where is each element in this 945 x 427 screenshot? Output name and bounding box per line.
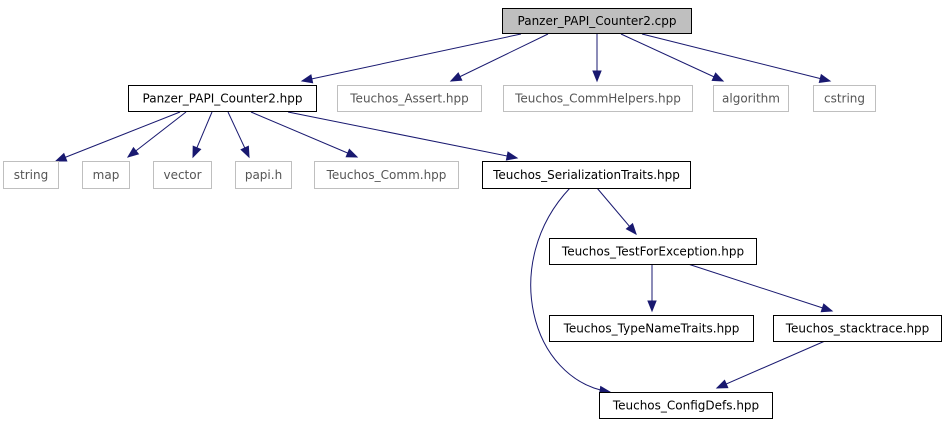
- edge-serial-to-testforexc: [596, 187, 637, 236]
- edge-line: [716, 340, 826, 389]
- edge-line: [641, 33, 831, 82]
- edge-line: [301, 33, 522, 82]
- edge-testforexc-to-stacktrace: [687, 263, 834, 313]
- node-box: [314, 161, 459, 189]
- node-label: Panzer_PAPI_Counter2.cpp: [518, 14, 677, 28]
- edge-counter_hpp-to-string: [54, 111, 181, 162]
- edge-line: [55, 111, 181, 162]
- node-box: [549, 238, 757, 265]
- node-label: Teuchos_TypeNameTraits.hpp: [563, 322, 740, 336]
- edge-arrowhead: [345, 148, 359, 158]
- edge-arrowhead: [54, 152, 68, 162]
- node-label: cstring: [824, 92, 865, 106]
- node-box: [235, 161, 292, 189]
- node-box: [82, 161, 130, 189]
- edge-line: [250, 111, 358, 158]
- edge-arrowhead: [192, 145, 202, 159]
- edge-arrowhead: [820, 303, 834, 313]
- node-papi: papi.h: [235, 161, 292, 189]
- edge-root-to-algorithm: [620, 33, 725, 82]
- edge-testforexc-to-typename: [647, 264, 657, 313]
- edge-arrowhead: [505, 151, 519, 161]
- edge-root-to-cstring: [641, 33, 832, 84]
- node-cstring: cstring: [813, 85, 876, 112]
- edge-line: [620, 33, 724, 82]
- node-map: map: [82, 161, 130, 189]
- node-label: map: [93, 168, 120, 182]
- edge-arrowhead: [449, 72, 463, 82]
- edge-counter_hpp-to-papi: [227, 111, 250, 159]
- edge-counter_hpp-to-serial: [287, 111, 519, 161]
- node-box: [773, 315, 942, 342]
- node-typename[interactable]: Teuchos_TypeNameTraits.hpp: [549, 315, 754, 342]
- node-box: [502, 8, 692, 34]
- edge-line: [450, 33, 549, 82]
- node-box: [128, 85, 317, 112]
- node-label: string: [14, 168, 48, 182]
- node-label: Teuchos_CommHelpers.hpp: [514, 92, 681, 106]
- node-algorithm: algorithm: [713, 85, 789, 112]
- node-label: Teuchos_stacktrace.hpp: [785, 322, 930, 336]
- node-label: vector: [163, 168, 201, 182]
- node-label: Teuchos_Assert.hpp: [349, 92, 468, 106]
- node-label: Panzer_PAPI_Counter2.hpp: [143, 92, 303, 106]
- edge-arrowhead: [647, 300, 657, 313]
- node-box: [337, 85, 482, 112]
- node-testforexc[interactable]: Teuchos_TestForException.hpp: [549, 238, 757, 265]
- edge-root-to-counter_hpp: [300, 33, 522, 84]
- node-box: [599, 392, 773, 419]
- nodes-layer: Panzer_PAPI_Counter2.cppPanzer_PAPI_Coun…: [3, 8, 942, 419]
- edge-counter_hpp-to-vector: [192, 111, 213, 159]
- node-box: [713, 85, 789, 112]
- node-vector: vector: [153, 161, 212, 189]
- node-label: papi.h: [245, 168, 282, 182]
- node-stacktrace[interactable]: Teuchos_stacktrace.hpp: [773, 315, 942, 342]
- node-label: Teuchos_TestForException.hpp: [561, 245, 744, 259]
- edge-serial-to-configdefs: [530, 187, 612, 396]
- edge-stacktrace-to-configdefs: [715, 340, 826, 389]
- edge-arrowhead: [625, 222, 637, 236]
- node-assert: Teuchos_Assert.hpp: [337, 85, 482, 112]
- edge-line: [287, 111, 518, 159]
- edges-layer: [54, 33, 834, 396]
- node-configdefs[interactable]: Teuchos_ConfigDefs.hpp: [599, 392, 773, 419]
- edge-counter_hpp-to-comm: [250, 111, 359, 158]
- node-label: Teuchos_SerializationTraits.hpp: [492, 168, 680, 182]
- node-label: Teuchos_Comm.hpp: [326, 168, 447, 182]
- edge-line: [127, 111, 187, 158]
- node-string: string: [3, 161, 59, 189]
- node-box: [813, 85, 876, 112]
- node-root: Panzer_PAPI_Counter2.cpp: [502, 8, 692, 34]
- edge-arrowhead: [818, 73, 832, 84]
- node-box: [3, 161, 59, 189]
- edge-arrowhead: [300, 74, 314, 84]
- edge-counter_hpp-to-map: [126, 111, 187, 158]
- edge-arrowhead: [592, 70, 602, 83]
- node-counter_hpp[interactable]: Panzer_PAPI_Counter2.hpp: [128, 85, 317, 112]
- edge-arrowhead: [711, 72, 725, 82]
- node-box: [503, 85, 693, 112]
- edge-arrowhead: [126, 146, 140, 158]
- node-box: [153, 161, 212, 189]
- edge-root-to-commhelpers: [592, 34, 602, 83]
- edge-line: [687, 263, 833, 312]
- node-commhelpers: Teuchos_CommHelpers.hpp: [503, 85, 693, 112]
- edge-arrowhead: [240, 145, 250, 159]
- node-label: Teuchos_ConfigDefs.hpp: [612, 399, 759, 413]
- node-label: algorithm: [722, 92, 780, 106]
- node-box: [482, 161, 691, 189]
- edge-root-to-assert: [449, 33, 549, 82]
- node-serial[interactable]: Teuchos_SerializationTraits.hpp: [482, 161, 691, 189]
- node-box: [549, 315, 754, 342]
- node-comm: Teuchos_Comm.hpp: [314, 161, 459, 189]
- edge-line: [530, 187, 611, 393]
- edge-arrowhead: [715, 379, 729, 389]
